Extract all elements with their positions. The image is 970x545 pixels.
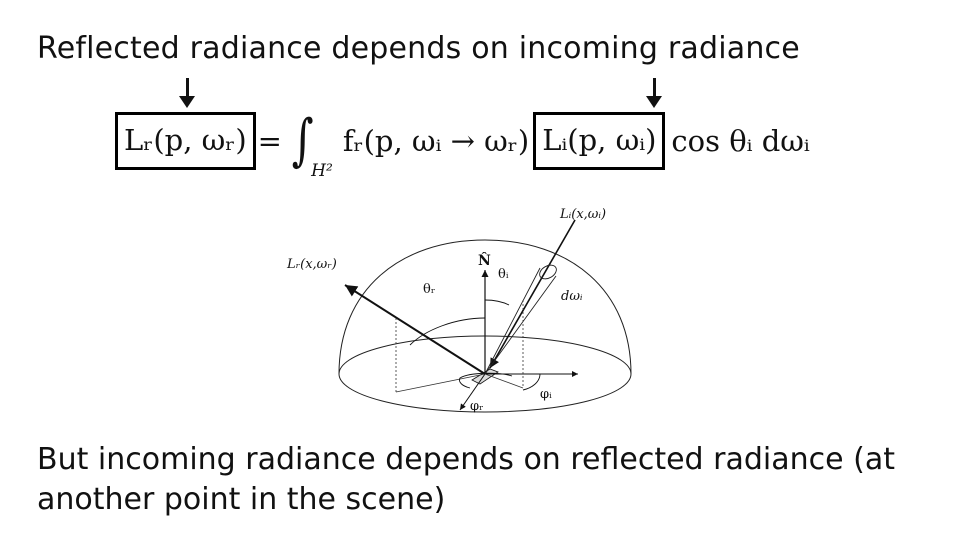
reflected-ray-label: Lᵣ(x,ωᵣ) xyxy=(286,257,337,272)
integral-domain: H² xyxy=(311,161,333,181)
reflected-base-line xyxy=(395,373,486,393)
hemisphere-integral: ∫ H² xyxy=(288,108,333,182)
phi-i-label: φᵢ xyxy=(540,387,552,402)
normal-label: N̂ xyxy=(478,251,491,269)
equals-sign: = xyxy=(257,124,282,158)
incoming-ray-label: Lᵢ(x,ωᵢ) xyxy=(559,207,606,222)
footer-text: But incoming radiance depends on reflect… xyxy=(37,442,895,517)
tangent-axis-y xyxy=(459,373,486,411)
cosine-solid-angle-term: cos θᵢ dωᵢ xyxy=(671,124,810,158)
cone-edge-right xyxy=(484,275,557,375)
theta-i-arc xyxy=(484,299,510,306)
reflected-radiance-box: Lᵣ(p, ωᵣ) xyxy=(115,112,256,170)
integral-sign: ∫ xyxy=(291,108,314,173)
phi-r-arc xyxy=(459,372,513,389)
headline-text: Reflected radiance depends on incoming r… xyxy=(37,31,800,66)
incoming-base-line xyxy=(484,373,524,389)
theta-i-label: θᵢ xyxy=(498,267,509,282)
theta-r-label: θᵣ xyxy=(423,282,435,297)
solid-angle-cap xyxy=(539,264,557,280)
reflected-ray xyxy=(344,284,486,375)
incoming-radiance-box: Lᵢ(p, ωᵢ) xyxy=(533,112,666,170)
brdf-term: fᵣ(p, ωᵢ → ωᵣ) xyxy=(342,124,530,158)
hemisphere-dome xyxy=(338,239,632,375)
incoming-ray xyxy=(489,219,576,369)
rendering-equation: Lᵣ(p, ωᵣ) = ∫ H² fᵣ(p, ωᵢ → ωᵣ) Lᵢ(p, ωᵢ… xyxy=(115,108,810,182)
cone-edge-left xyxy=(484,267,541,375)
phi-i-arc xyxy=(522,373,541,391)
theta-r-arc xyxy=(409,317,486,346)
solid-angle-label: dωᵢ xyxy=(561,289,583,304)
phi-r-label: φᵣ xyxy=(470,399,484,414)
